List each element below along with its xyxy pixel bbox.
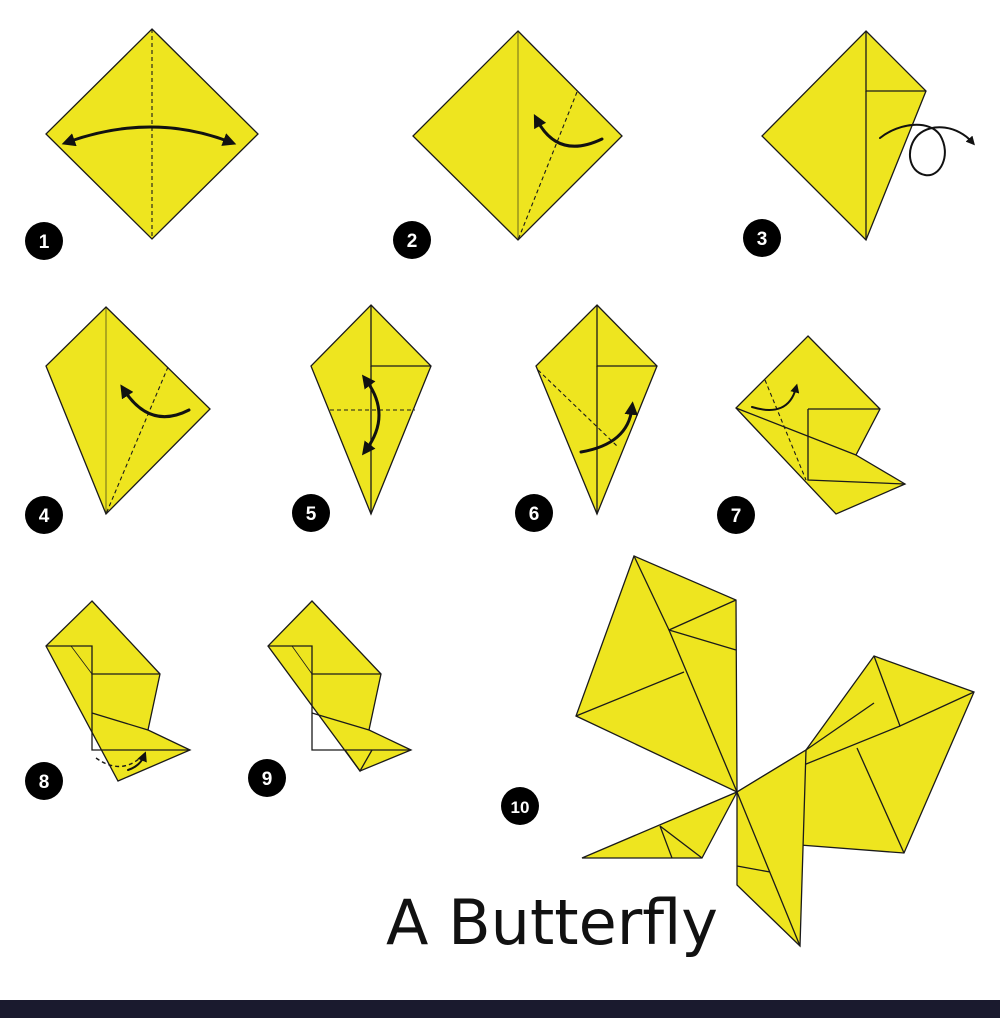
fold-arrow-icon bbox=[751, 383, 800, 411]
step-2-number: 2 bbox=[407, 231, 418, 252]
step-7-figure bbox=[735, 335, 907, 515]
step-5-number: 5 bbox=[306, 504, 317, 525]
turn-over-arrow-icon bbox=[879, 123, 975, 177]
step-4-number: 4 bbox=[39, 506, 50, 527]
step-6-number: 6 bbox=[529, 504, 540, 525]
fold-arrow-icon bbox=[579, 401, 638, 454]
footer-bar bbox=[0, 1000, 1000, 1018]
step-10-badge: 10 bbox=[501, 787, 539, 825]
step-10-figure bbox=[575, 555, 975, 948]
step-2-figure bbox=[412, 30, 623, 241]
step-4-badge: 4 bbox=[25, 496, 63, 534]
step-7-badge: 7 bbox=[717, 496, 755, 534]
step-2-badge: 2 bbox=[393, 221, 431, 259]
fold-arrow-icon bbox=[61, 125, 237, 147]
step-1-badge: 1 bbox=[25, 222, 63, 260]
step-8-figure bbox=[45, 600, 192, 782]
step-3-figure bbox=[761, 30, 975, 242]
step-9-number: 9 bbox=[262, 769, 273, 790]
step-5-figure bbox=[310, 304, 432, 516]
step-3-badge: 3 bbox=[743, 219, 781, 257]
fold-arrow-icon bbox=[127, 751, 147, 771]
step-7-number: 7 bbox=[731, 506, 742, 527]
diagram-title: A Butterfly bbox=[386, 886, 718, 959]
step-9-figure bbox=[267, 600, 413, 773]
step-4-figure bbox=[45, 306, 211, 516]
step-5-badge: 5 bbox=[292, 494, 330, 532]
step-9-badge: 9 bbox=[248, 759, 286, 797]
fold-arrow-icon bbox=[120, 384, 191, 419]
step-10-number: 10 bbox=[511, 798, 530, 817]
fold-arrow-icon bbox=[361, 374, 381, 456]
fold-arrow-icon bbox=[533, 114, 604, 148]
step-8-badge: 8 bbox=[25, 762, 63, 800]
step-1-number: 1 bbox=[39, 232, 50, 253]
step-8-number: 8 bbox=[39, 772, 50, 793]
step-3-number: 3 bbox=[757, 229, 768, 250]
step-1-figure bbox=[45, 28, 259, 240]
step-6-figure bbox=[535, 304, 658, 516]
step-6-badge: 6 bbox=[515, 494, 553, 532]
